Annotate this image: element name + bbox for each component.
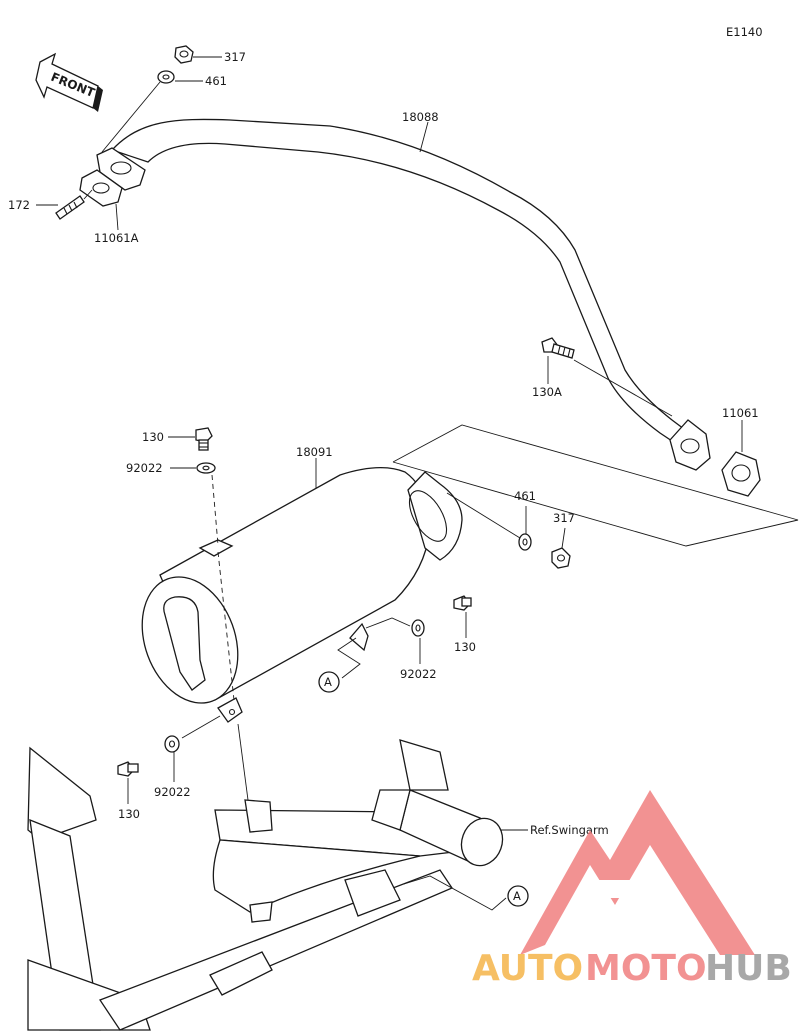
exhaust-pipe: [96, 118, 711, 471]
frame: [27, 739, 504, 1031]
ref-a-left-circle: [318, 671, 340, 693]
bolt-icon: [541, 337, 575, 359]
watermark-auto: AUTO: [472, 948, 583, 989]
callout-stud: 172: [8, 198, 30, 212]
watermark-moto: MOTO: [585, 948, 707, 989]
washer-muffler-top-icon: [196, 462, 216, 474]
callout-washer-top-muffler: 92022: [126, 461, 163, 475]
gasket-icon: [79, 169, 123, 207]
bolt-top-icon: [195, 427, 213, 451]
nut-mid-icon: [551, 547, 571, 569]
diagram-code: E1140: [726, 25, 763, 39]
ref-a-right: A: [513, 889, 521, 903]
washer-icon: [157, 70, 175, 84]
bolt-right-icon: [453, 595, 472, 611]
ref-a-right-circle: [507, 885, 529, 907]
bolt-bottom-icon: [117, 761, 139, 777]
callout-gasket-front: 11061A: [94, 231, 139, 245]
front-arrow-icon: FRONT: [35, 52, 103, 112]
washer-mid-icon: [518, 533, 532, 551]
callout-exhaust-pipe: 18088: [402, 110, 439, 124]
callout-nut-mid: 317: [553, 511, 575, 525]
callout-washer-top: 461: [205, 74, 227, 88]
watermark-hub: HUB: [705, 948, 792, 989]
ref-swingarm: Ref.Swingarm: [530, 823, 609, 837]
callout-muffler: 18091: [296, 445, 333, 459]
gasket-rear-icon: [721, 451, 761, 497]
washer-right-icon: [411, 619, 425, 637]
callout-bolt-bottom: 130: [118, 807, 140, 821]
callout-bolt-right: 130: [454, 640, 476, 654]
automotohub-watermark: AUTO MOTO HUB: [472, 790, 792, 989]
stud-icon: [55, 195, 85, 220]
callout-washer-right: 92022: [400, 667, 437, 681]
ref-a-left: A: [324, 675, 332, 689]
callout-washer-mid: 461: [514, 489, 536, 503]
muffler: [141, 467, 463, 723]
callout-gasket-rear: 11061: [722, 406, 759, 420]
callout-bolt-top: 130: [142, 430, 164, 444]
callout-bolt-pipe: 130A: [532, 385, 562, 399]
callout-nut-top: 317: [224, 50, 246, 64]
callout-washer-bottom: 92022: [154, 785, 191, 799]
washer-bottom-icon: [164, 735, 180, 753]
nut-icon: [174, 45, 194, 64]
